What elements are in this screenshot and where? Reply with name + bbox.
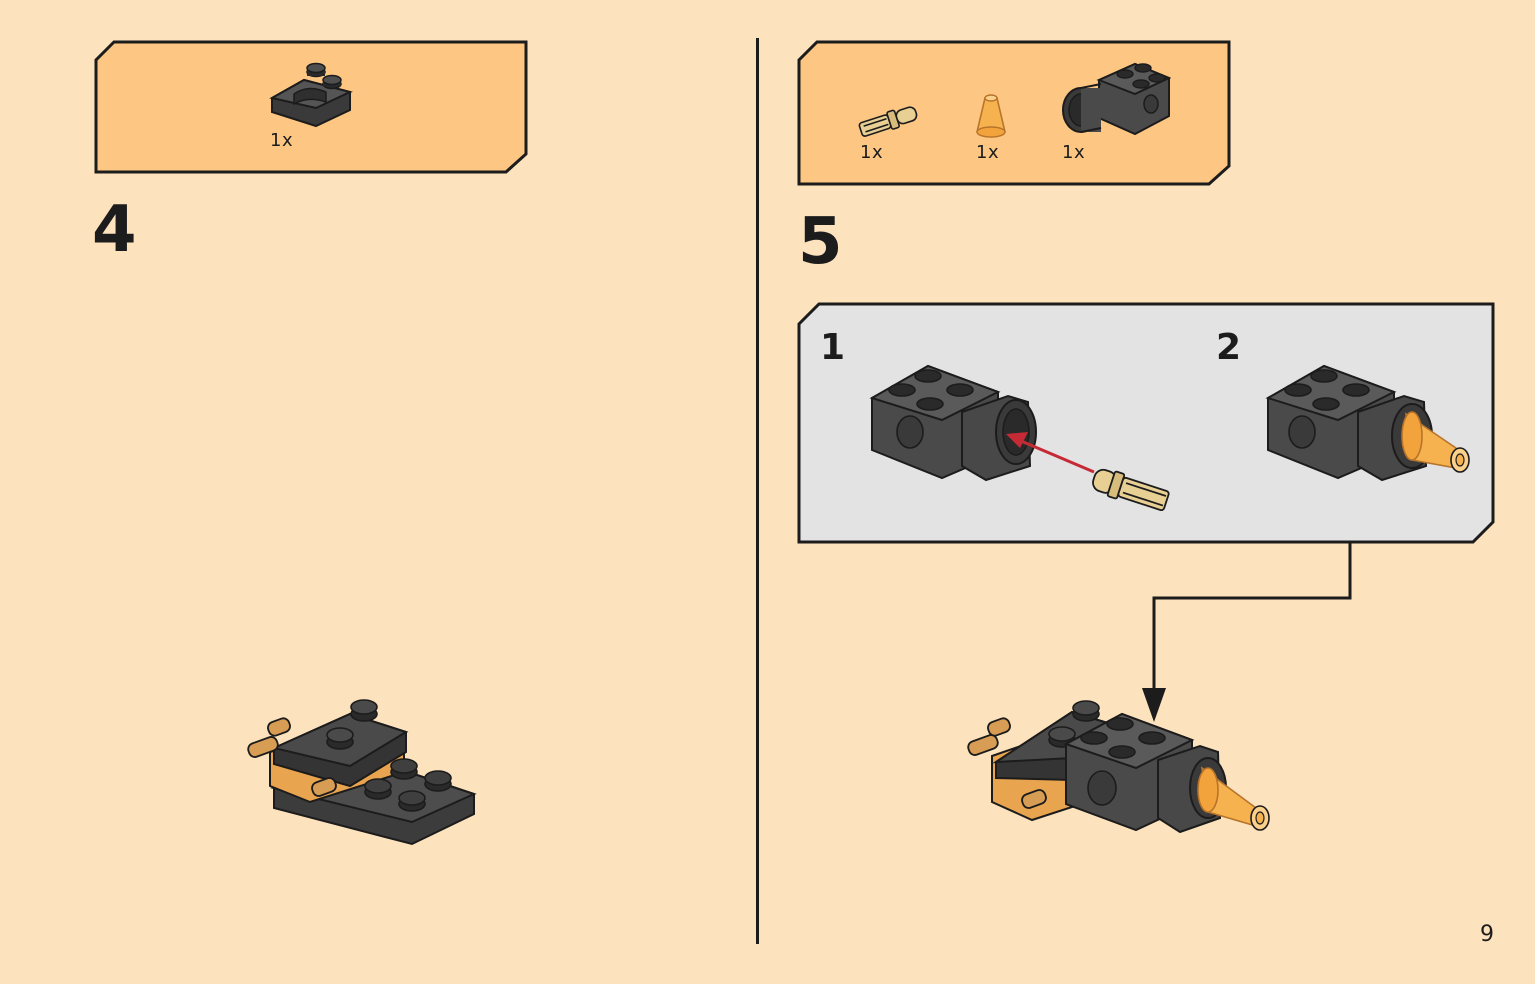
dark-technic-brick-icon	[1062, 62, 1171, 136]
step5-assembly-icon	[967, 700, 1270, 834]
step5-parts-box: 1x 1x 1x	[797, 40, 1231, 186]
step5-part-3-quantity: 1x	[1062, 142, 1086, 163]
step4-assembly-icon	[247, 699, 477, 846]
substep-2-number: 2	[1216, 327, 1242, 368]
step5-substep-box	[797, 302, 1495, 544]
step5-part-2-quantity: 1x	[976, 142, 1000, 163]
dark-curved-slope-plate-icon	[269, 62, 353, 128]
tan-axle-pin-icon	[858, 106, 918, 137]
brick-with-cone-attached-icon	[1265, 364, 1470, 482]
step5-number: 5	[798, 205, 843, 279]
step5-part-1-quantity: 1x	[860, 142, 884, 163]
substep-connector-arrow	[1142, 542, 1352, 722]
step4-parts-box: 1x	[94, 40, 528, 174]
step4-number: 4	[92, 193, 137, 267]
page-divider	[756, 38, 759, 944]
substep-1-number: 1	[820, 327, 846, 368]
step4-part-1-quantity: 1x	[270, 130, 294, 151]
brick-with-pin-insert-icon	[869, 364, 1170, 512]
trans-orange-cone-icon	[976, 94, 1006, 138]
page-number: 9	[1480, 922, 1494, 947]
